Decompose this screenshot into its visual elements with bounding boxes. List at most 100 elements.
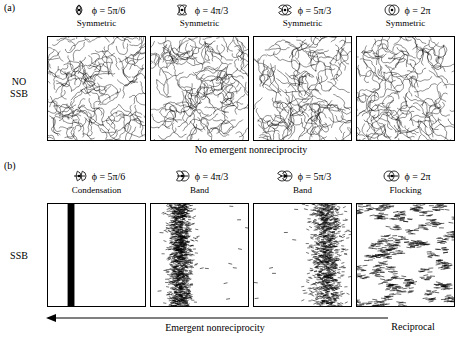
particle-trace (176, 256, 179, 257)
trajectory (268, 123, 290, 131)
particle-trace (170, 292, 173, 293)
particle-trace (190, 265, 193, 266)
trajectory (331, 62, 342, 79)
particle-trace (181, 265, 184, 267)
particle-trace (178, 222, 181, 223)
particle-trace (187, 264, 190, 265)
trajectory (272, 98, 288, 113)
particle-trace (182, 279, 185, 281)
particle-trace (177, 248, 180, 250)
particle-trace (180, 270, 183, 271)
trajectory (63, 110, 86, 116)
trajectory (177, 79, 195, 90)
snapshot-plot (357, 37, 454, 140)
particle-trace (169, 204, 172, 205)
particle-dot (283, 9, 286, 12)
particle-trace (168, 214, 171, 215)
particle-trace (177, 246, 180, 248)
particle-trace (184, 292, 187, 293)
particle-trace (180, 240, 183, 241)
trajectory (151, 41, 155, 63)
particle-trace (178, 264, 181, 265)
particle-trace (179, 287, 182, 288)
particle-trace (226, 298, 230, 300)
particle-trace (187, 241, 190, 242)
particle-trace (172, 253, 175, 255)
trajectory (165, 103, 180, 113)
trajectory (129, 95, 145, 104)
trajectory (127, 120, 144, 132)
trajectory (357, 140, 360, 141)
particle-trace (176, 234, 179, 235)
particle-trace (173, 217, 176, 218)
trajectory (48, 50, 54, 72)
particle-trace (172, 236, 175, 238)
trajectory (204, 63, 223, 74)
particle-trace (184, 262, 187, 264)
particle-trace (183, 209, 186, 210)
phi-value: ϕ = 4π/3 (195, 4, 229, 17)
particle-trace (183, 204, 186, 206)
trajectory (285, 42, 299, 59)
trajectory (234, 46, 248, 61)
heading-arrow (177, 176, 188, 177)
particle-trace (182, 260, 185, 262)
trajectory (380, 89, 400, 97)
particle-trace (182, 299, 185, 300)
particle-trace (176, 269, 179, 271)
particle-trace (168, 249, 171, 250)
trajectory (217, 64, 232, 81)
trajectory (48, 48, 63, 62)
particle-trace (182, 268, 185, 270)
particle-trace (180, 305, 183, 306)
trajectory (218, 68, 238, 81)
particle-trace (191, 267, 194, 269)
trajectory (422, 113, 434, 133)
particle-trace (176, 250, 179, 251)
condensate (68, 204, 75, 306)
trajectory (388, 51, 409, 59)
trajectory (391, 69, 408, 77)
particle-trace (186, 225, 189, 227)
trajectory (299, 87, 311, 99)
trajectory (213, 120, 236, 124)
trajectory (221, 99, 232, 113)
particle-trace (178, 243, 181, 244)
particle-trace (176, 252, 179, 253)
particle-trace (164, 270, 168, 271)
trajectory (116, 111, 124, 128)
particle-trace (170, 275, 173, 277)
particle-trace (172, 288, 175, 290)
particle-trace (176, 245, 179, 246)
trajectory (189, 92, 213, 95)
particle-trace (187, 285, 190, 286)
particle-trace (175, 284, 178, 285)
trend-arrow-line (54, 318, 388, 319)
trajectory (92, 73, 115, 79)
particle-trace (173, 245, 176, 246)
particle-trace (182, 258, 185, 259)
trajectory (134, 93, 145, 104)
particle-trace (175, 216, 178, 217)
trajectory (298, 73, 314, 86)
trajectory (289, 107, 294, 127)
trajectory (157, 79, 170, 97)
particle-trace (170, 281, 173, 282)
particle-trace (167, 292, 170, 293)
particle-trace (172, 299, 175, 301)
trajectory (397, 93, 407, 109)
particle-trace (170, 254, 173, 255)
particle-trace (185, 271, 188, 272)
trajectory (358, 65, 371, 77)
trajectory (244, 46, 248, 69)
snapshot-content (48, 37, 145, 140)
particle-trace (229, 206, 233, 207)
trajectory (176, 102, 190, 112)
trajectory (118, 58, 131, 77)
trajectory (124, 127, 145, 137)
panel-header: ϕ = 4π/3 (150, 168, 249, 184)
particle-trace (172, 300, 175, 301)
vision-cone (282, 5, 291, 15)
particle-trace (181, 269, 184, 271)
particle-trace (184, 286, 187, 287)
